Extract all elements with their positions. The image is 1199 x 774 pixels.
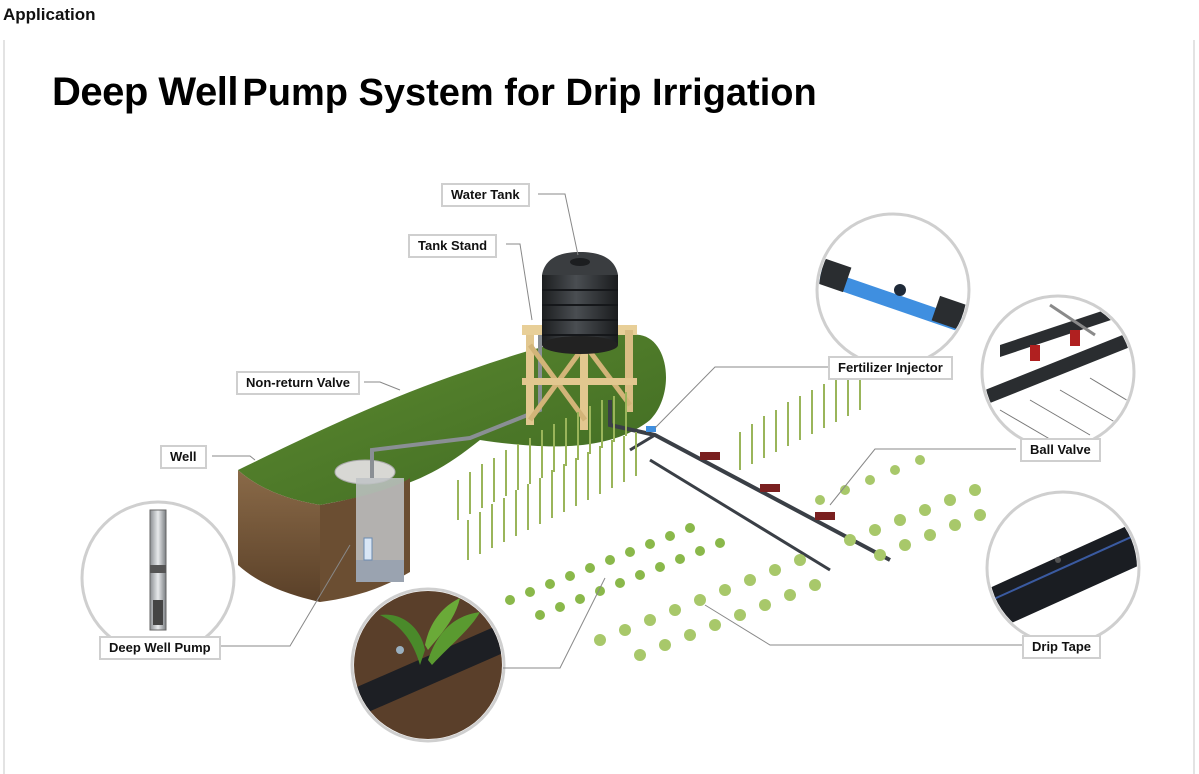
corn-rows-left: [457, 392, 637, 560]
seedling-zoom-circle: [350, 587, 506, 743]
lateral-pipe: [629, 433, 656, 452]
branch-pipe: [649, 458, 831, 572]
leader-lines: [212, 193, 1022, 669]
driptape-zoom-circle: [985, 490, 1141, 646]
ballvalve-zoom-circle: [980, 294, 1136, 450]
pump-zoom-circle: [80, 500, 236, 656]
title-part-1: Deep Well: [52, 70, 238, 114]
label-non-return-valve: Non-return Valve: [236, 371, 361, 395]
main-pipe: [608, 400, 891, 562]
label-fertilizer-injector: Fertilizer Injector: [828, 356, 953, 380]
figure-title: Deep Well Pump System for Drip Irrigatio…: [52, 70, 817, 115]
label-well: Well: [160, 445, 207, 469]
seedling-field-left: [505, 523, 725, 620]
injector-small: [646, 426, 656, 432]
corn-rows-right: [739, 372, 861, 470]
water-tank: [542, 252, 618, 354]
label-drip-tape: Drip Tape: [1022, 635, 1101, 659]
label-tank-stand: Tank Stand: [408, 234, 498, 258]
seedling-field-right: [815, 455, 986, 561]
well-gravel: [356, 560, 404, 582]
soil-block: [238, 470, 320, 602]
title-part-2: Pump System for Drip Irrigation: [242, 72, 817, 114]
label-deep-well-pump: Deep Well Pump: [99, 636, 221, 660]
section-heading: Application: [3, 5, 96, 24]
well-pump-small: [363, 537, 373, 561]
valves-small: [700, 452, 835, 520]
label-water-tank: Water Tank: [441, 183, 530, 207]
seedling-field-center: [594, 554, 821, 661]
injector-zoom-circle: [815, 212, 971, 368]
label-ball-valve: Ball Valve: [1020, 438, 1101, 462]
